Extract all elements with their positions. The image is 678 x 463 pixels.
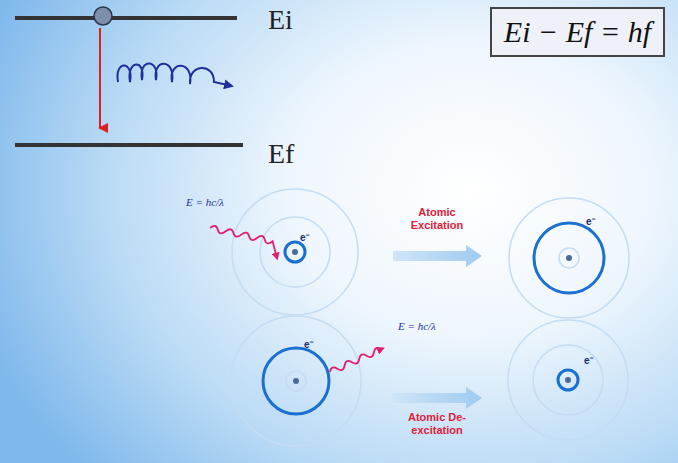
equation-text: Ei − Ef = hf <box>504 14 651 50</box>
electron-label: e⁻ <box>304 337 313 351</box>
atom <box>509 198 629 318</box>
electron-label: e⁻ <box>300 230 309 244</box>
electron-label: e⁻ <box>584 353 593 367</box>
photon-energy: E = hc/λ <box>398 320 436 332</box>
photon-energy: E = hc/λ <box>186 196 224 208</box>
electron <box>94 7 112 25</box>
process-arrow <box>392 387 482 409</box>
atom <box>508 320 628 440</box>
photon-wave <box>329 346 384 375</box>
transition-arrow <box>99 28 101 128</box>
photon-wave <box>207 225 281 259</box>
electron-label: e⁻ <box>586 214 595 228</box>
atom <box>232 189 358 315</box>
equation-box: Ei − Ef = hf <box>490 7 665 57</box>
photon-wave <box>117 64 232 87</box>
atom <box>231 316 361 446</box>
energy-label: Ef <box>268 138 294 170</box>
energy-label: Ei <box>268 4 293 36</box>
process-arrow <box>393 245 482 267</box>
process-label: Atomic Excitation <box>397 206 477 232</box>
energy-level <box>15 143 243 147</box>
energy-level <box>15 16 237 20</box>
process-label: Atomic De-excitation <box>392 411 482 437</box>
